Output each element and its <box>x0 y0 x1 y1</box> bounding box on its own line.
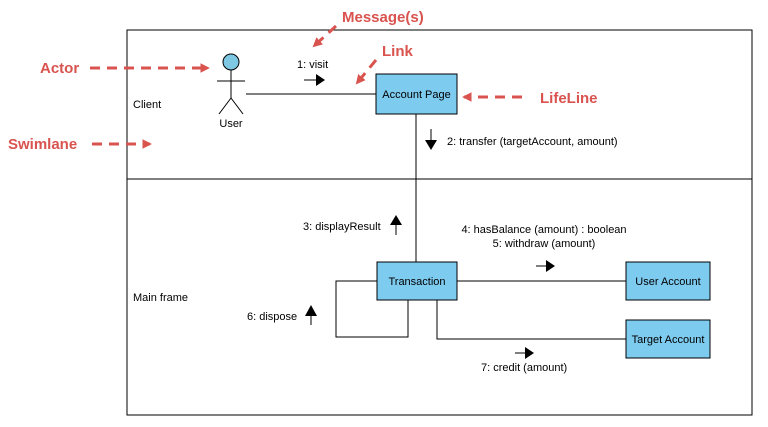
object-target-account[interactable]: Target Account <box>625 319 711 359</box>
arrow-right-icon <box>546 260 555 272</box>
actor-head-icon <box>222 53 240 71</box>
actor-user[interactable]: User <box>217 53 245 130</box>
annotation-message: Message(s) <box>312 9 424 48</box>
message-label: 3: displayResult <box>303 221 381 233</box>
annotation-label: Actor <box>40 60 79 77</box>
message-label: 2: transfer (targetAccount, amount) <box>447 136 618 148</box>
annotation-swimlane: Swimlane <box>8 136 152 153</box>
arrow-right-icon <box>316 74 325 86</box>
object-transaction[interactable]: Transaction <box>376 261 458 301</box>
swimlane-label-main-frame: Main frame <box>133 292 188 304</box>
message-4-5: 4: hasBalance (amount) : boolean 5: with… <box>461 224 627 272</box>
message-2: 2: transfer (targetAccount, amount) <box>425 129 618 150</box>
annotation-label: LifeLine <box>540 90 598 107</box>
object-label: Account Page <box>382 89 451 101</box>
link-transaction-targetaccount <box>436 300 626 340</box>
message-label: 7: credit (amount) <box>481 362 567 374</box>
message-label: 4: hasBalance (amount) : boolean <box>461 224 626 236</box>
self-link-transaction <box>335 280 409 338</box>
arrow-right-icon <box>525 347 534 359</box>
object-account-page[interactable]: Account Page <box>375 73 458 115</box>
annotation-actor: Actor <box>40 60 210 77</box>
annotation-link: Link <box>355 43 413 85</box>
message-label: 1: visit <box>297 59 328 71</box>
arrow-up-icon <box>305 305 317 316</box>
message-label: 5: withdraw (amount) <box>493 238 596 250</box>
annotation-label: Message(s) <box>342 9 424 26</box>
message-label: 6: dispose <box>247 311 297 323</box>
object-label: Transaction <box>388 276 445 288</box>
message-3: 3: displayResult <box>303 215 402 235</box>
annotation-lifeline: LifeLine <box>462 90 598 107</box>
object-label: User Account <box>635 276 700 288</box>
arrow-up-icon <box>390 215 402 225</box>
message-6: 6: dispose <box>247 305 317 325</box>
object-user-account[interactable]: User Account <box>625 261 711 301</box>
annotation-label: Swimlane <box>8 136 77 153</box>
message-1: 1: visit <box>297 59 328 86</box>
annotation-label: Link <box>382 43 413 60</box>
actor-label: User <box>219 118 243 130</box>
swimlane-label-client: Client <box>133 99 161 111</box>
arrow-down-icon <box>425 140 437 150</box>
message-7: 7: credit (amount) <box>481 347 567 374</box>
object-label: Target Account <box>632 334 705 346</box>
